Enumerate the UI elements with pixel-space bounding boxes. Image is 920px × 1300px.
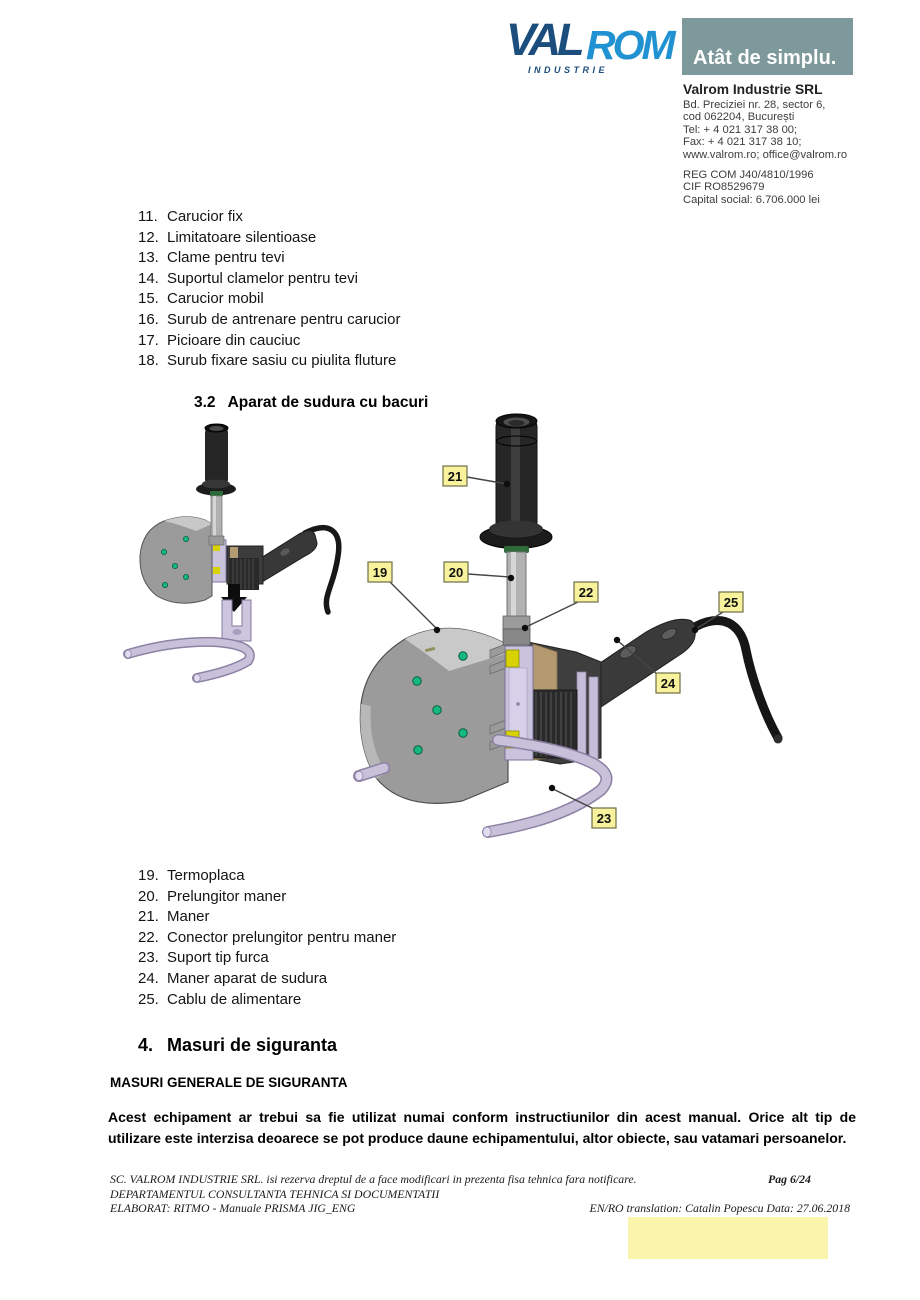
section-number: 3.2 bbox=[194, 394, 216, 411]
list-item: 19.Termoplaca bbox=[138, 867, 245, 884]
footer-disclaimer: SC. VALROM INDUSTRIE SRL. isi rezerva dr… bbox=[110, 1172, 637, 1186]
company-reg: REG COM J40/4810/1996 bbox=[683, 168, 814, 181]
list-item: 15.Carucior mobil bbox=[138, 290, 264, 308]
list-item: 20.Prelungitor maner bbox=[138, 887, 287, 905]
section-title: Masuri de siguranta bbox=[167, 1035, 338, 1055]
list-item: 25.Cablu de alimentare bbox=[138, 990, 302, 1008]
list-item: 12.Limitatoare silentioase bbox=[138, 228, 317, 246]
list-item: 23.Suport tip furca bbox=[138, 949, 269, 967]
heat-plate-small bbox=[139, 516, 213, 604]
callout-25-label: 25 bbox=[724, 595, 738, 610]
highlight-box bbox=[628, 1217, 828, 1259]
company-address-1: Bd. Preciziei nr. 28, sector 6, bbox=[683, 98, 826, 111]
list-item: 11.Carucior fix bbox=[138, 208, 243, 225]
list-item: 21.Maner bbox=[138, 908, 210, 926]
extension-shaft bbox=[506, 551, 527, 619]
figure-device-with-fork bbox=[123, 423, 342, 683]
section-number: 4. bbox=[138, 1035, 154, 1055]
company-fax: Fax: + 4 021 317 38 10; bbox=[683, 136, 802, 149]
callout-19-label: 19 bbox=[373, 565, 387, 580]
power-cable bbox=[682, 615, 783, 743]
callout-leader-lines bbox=[389, 476, 724, 810]
section-title: Aparat de sudura cu bacuri bbox=[227, 394, 429, 411]
company-web: www.valrom.ro; office@valrom.ro bbox=[683, 148, 848, 161]
logo-text-industrie: INDUSTRIE bbox=[528, 65, 609, 75]
callout-20-label: 20 bbox=[449, 565, 463, 580]
logo-text-val: VAL bbox=[506, 14, 585, 65]
footer-elaborated: ELABORAT: RITMO - Manuale PRISMA JIG_ENG bbox=[110, 1201, 356, 1216]
parts-list-11-18: 11.Carucior fix 12.Limitatoare silentioa… bbox=[138, 207, 400, 372]
footer-translation: EN/RO translation: Catalin Popescu Data:… bbox=[589, 1201, 850, 1216]
list-item: 14.Suportul clamelor pentru tevi bbox=[138, 269, 358, 287]
plate-dots-small bbox=[160, 536, 189, 589]
tagline-text: Atât de simplu. bbox=[693, 47, 837, 69]
support-rod bbox=[576, 671, 587, 761]
callout-dots bbox=[433, 480, 699, 792]
callout-24-label: 24 bbox=[661, 676, 676, 691]
list-item: 22.Conector prelungitor pentru maner bbox=[138, 928, 397, 946]
support-rod bbox=[588, 676, 599, 764]
power-cable-small bbox=[302, 525, 342, 615]
device-handle-small bbox=[252, 530, 318, 583]
footer-department: DEPARTAMENTUL CONSULTANTA TEHNICA SI DOC… bbox=[110, 1186, 440, 1201]
company-cif: CIF RO8529679 bbox=[683, 181, 765, 194]
plate-dots bbox=[412, 651, 468, 755]
section-3-2-heading: 3.2 Aparat de sudura cu bacuri bbox=[194, 394, 428, 412]
list-item: 13.Clame pentru tevi bbox=[138, 249, 285, 267]
safety-paragraph: Acest echipament ar trebui sa fie utiliz… bbox=[108, 1109, 856, 1146]
section-4-heading: 4. Masuri de siguranta bbox=[138, 1035, 337, 1056]
safety-subheading: MASURI GENERALE DE SIGURANTA bbox=[110, 1075, 348, 1090]
callout-23-label: 23 bbox=[597, 811, 611, 826]
down-arrow-icon bbox=[221, 584, 247, 612]
tagline-banner: Atât de simplu. bbox=[682, 18, 853, 75]
list-item: 18.Surub fixare sasiu cu piulita fluture bbox=[138, 352, 397, 370]
valrom-logo: VAL ROM INDUSTRIE bbox=[506, 14, 684, 78]
page-footer: SC. VALROM INDUSTRIE SRL. isi rezerva dr… bbox=[110, 1172, 858, 1216]
company-capital: Capital social: 6.706.000 lei bbox=[683, 193, 820, 206]
callout-boxes: 21 19 20 22 25 24 23 bbox=[367, 465, 744, 829]
extension-connector bbox=[502, 628, 531, 646]
welding-device-diagram: 21 19 20 22 25 24 23 bbox=[123, 413, 783, 838]
company-name: Valrom Industrie SRL bbox=[683, 82, 823, 97]
footer-line-1: SC. VALROM INDUSTRIE SRL. isi rezerva dr… bbox=[110, 1172, 858, 1187]
company-address-2: cod 062204, București bbox=[683, 111, 795, 124]
list-item: 16.Surub de antrenare pentru carucior bbox=[138, 310, 401, 328]
grip-small bbox=[205, 426, 228, 486]
list-item: 17.Picioare din cauciuc bbox=[138, 331, 301, 349]
list-item: 24.Maner aparat de sudura bbox=[138, 969, 328, 987]
company-info: Valrom Industrie SRL Bd. Preciziei nr. 2… bbox=[683, 82, 848, 206]
parts-list-19-25: 19.Termoplaca 20.Prelungitor maner 21.Ma… bbox=[138, 866, 396, 1010]
logo-text-rom: ROM bbox=[586, 22, 676, 68]
callout-22-label: 22 bbox=[579, 585, 593, 600]
figure-device-exploded bbox=[353, 413, 783, 838]
footer-line-3: ELABORAT: RITMO - Manuale PRISMA JIG_ENG… bbox=[110, 1201, 858, 1216]
company-tel: Tel: + 4 021 317 38 00; bbox=[683, 123, 798, 136]
page-number: Pag 6/24 bbox=[768, 1172, 811, 1186]
callout-21-label: 21 bbox=[448, 469, 462, 484]
